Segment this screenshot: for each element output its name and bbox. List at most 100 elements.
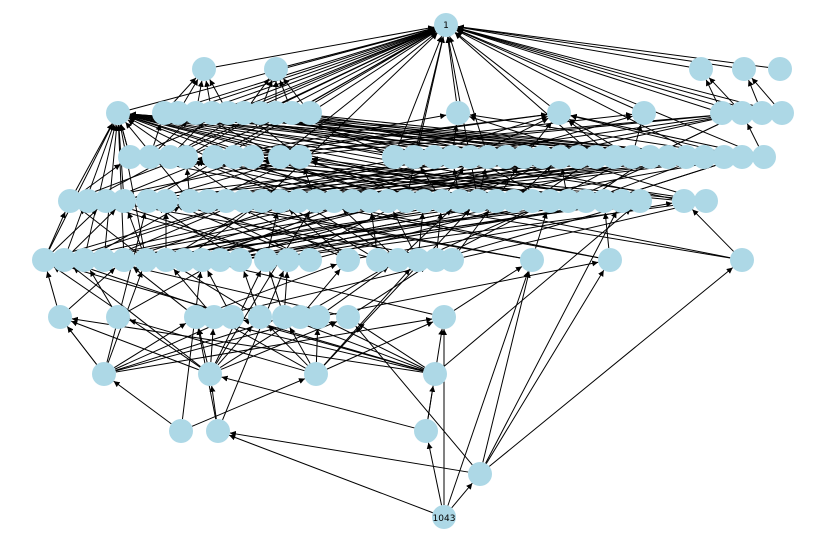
edge-arrow [128, 265, 210, 312]
graph-node [423, 362, 447, 386]
edge-arrow [113, 380, 172, 425]
graph-node [422, 145, 446, 169]
edge-arrow [746, 123, 760, 147]
edge-arrow [213, 261, 433, 315]
graph-node [196, 189, 220, 213]
edge-arrow [268, 325, 308, 366]
edge-arrow [457, 24, 733, 68]
graph-node [574, 189, 598, 213]
edge-arrow [79, 163, 121, 195]
graph-node [288, 305, 312, 329]
graph-node [674, 145, 698, 169]
edge-arrow [447, 203, 629, 258]
edge-arrow [279, 80, 289, 102]
edge-arrow [209, 79, 223, 103]
edge-arrow [217, 325, 253, 366]
edge-arrow [200, 205, 300, 256]
edge-arrow [79, 207, 137, 254]
edge-arrow [357, 323, 426, 368]
edge-arrow [485, 211, 617, 464]
edge-arrow [392, 211, 414, 250]
edge-arrow [66, 326, 98, 365]
graph-node [694, 189, 718, 213]
edge-arrow [238, 28, 436, 109]
graph-node-root [434, 13, 458, 37]
graph-node [340, 189, 364, 213]
graph-node [468, 462, 492, 486]
edge-arrow [308, 206, 388, 255]
edge-arrow [73, 266, 201, 368]
edge-arrow [157, 207, 231, 254]
edge-arrow [295, 320, 424, 371]
graph-node [394, 189, 418, 213]
edge-arrow [748, 79, 758, 103]
graph-node-source [432, 505, 456, 529]
graph-node [254, 248, 278, 272]
graph-node [154, 189, 178, 213]
graph-node [92, 248, 116, 272]
edge-arrow [104, 124, 120, 249]
graph-node [584, 145, 608, 169]
edge-arrow [75, 203, 233, 257]
edge-arrow [283, 271, 290, 306]
graph-node [502, 189, 526, 213]
edge-arrow [222, 270, 284, 421]
graph-node [106, 305, 130, 329]
graph-node [520, 189, 544, 213]
edge-arrow [71, 316, 424, 373]
graph-node [476, 145, 500, 169]
edge-arrow [290, 206, 368, 255]
graph-node [712, 145, 736, 169]
edge-arrow [457, 25, 690, 68]
graph-node [466, 189, 490, 213]
graph-node [414, 419, 438, 443]
graph-node [638, 145, 662, 169]
graph-node [72, 248, 96, 272]
edge-arrow [451, 482, 473, 509]
graph-node [768, 57, 792, 81]
edge-arrow [207, 318, 424, 372]
graph-node [730, 248, 754, 272]
edge-arrow [447, 271, 530, 506]
edge-arrow [463, 202, 695, 258]
graph-node [547, 101, 571, 125]
edge-arrow [171, 77, 197, 105]
edge-arrow [176, 205, 300, 256]
edge-arrow [86, 124, 117, 249]
graph-node [520, 248, 544, 272]
graph-node [752, 145, 776, 169]
graph-node [268, 145, 292, 169]
edge-arrow [250, 78, 270, 104]
graph-node [276, 248, 300, 272]
graph-node [412, 189, 436, 213]
graph-node [512, 145, 536, 169]
edge-arrow [55, 203, 233, 258]
edge-arrow [189, 27, 435, 110]
graph-node [710, 101, 734, 125]
graph-node [592, 189, 616, 213]
graph-node [672, 189, 696, 213]
edge-arrow [282, 78, 304, 104]
edge-arrow [323, 268, 411, 366]
graph-node [530, 145, 554, 169]
graph-node [169, 419, 193, 443]
edge-arrow [457, 26, 771, 111]
graph-node [322, 189, 346, 213]
graph-node [76, 189, 100, 213]
edge-arrow [219, 201, 521, 259]
edge-arrow [448, 36, 485, 146]
edge-arrow [455, 31, 550, 107]
graph-node [32, 248, 56, 272]
graph-node [206, 419, 230, 443]
edge-arrow [369, 212, 377, 249]
edge-arrow [485, 269, 605, 465]
edge-arrow [277, 200, 611, 259]
edge-arrow [263, 80, 273, 102]
edge-arrow [456, 29, 754, 153]
graph-node [118, 145, 142, 169]
edge-arrow [355, 325, 473, 466]
edge-arrow [329, 260, 599, 316]
edge-arrow [129, 113, 557, 200]
graph-node [538, 189, 562, 213]
